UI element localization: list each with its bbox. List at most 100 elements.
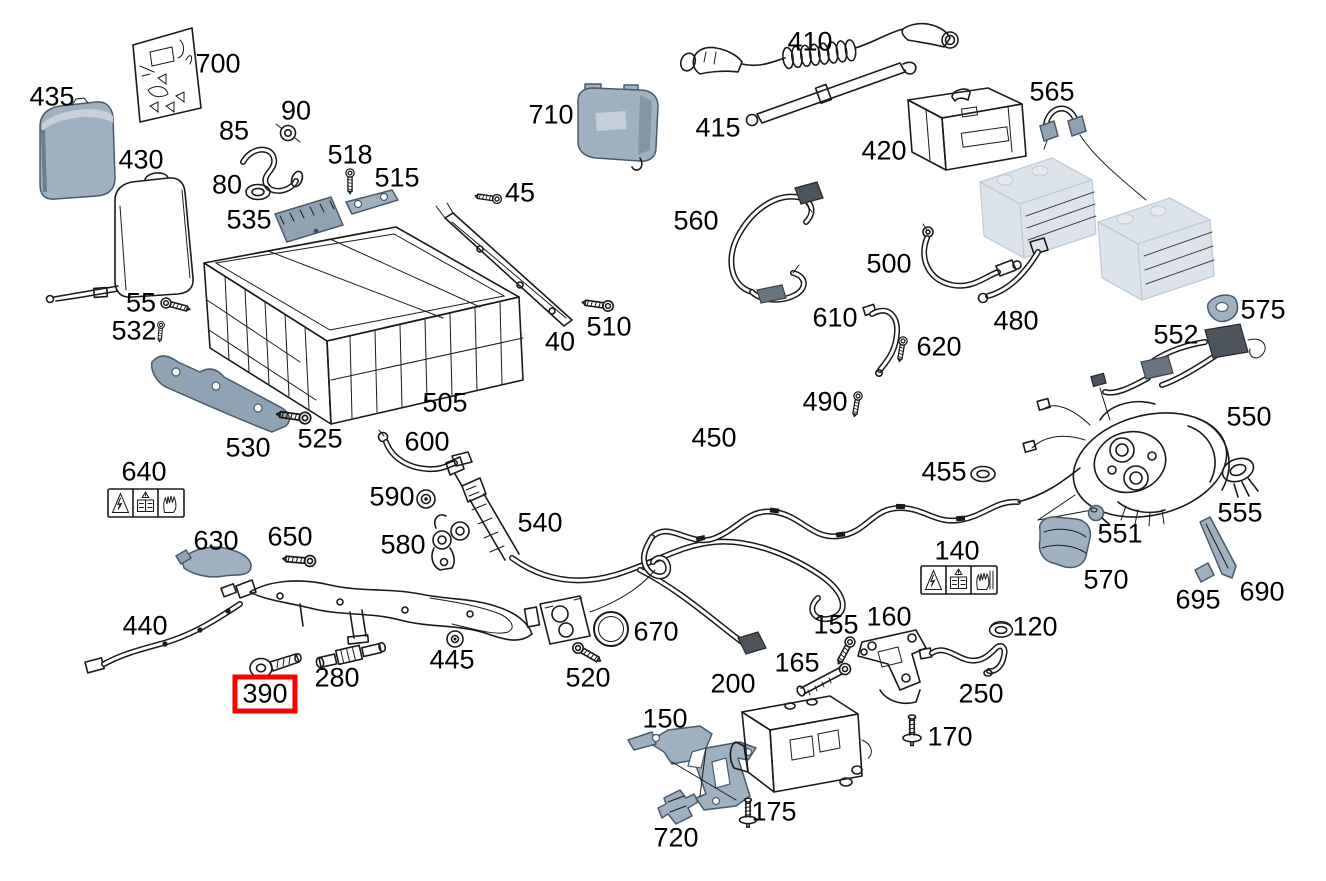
part-label-550[interactable]: 550 [1226, 401, 1272, 432]
part-410-charging-cable [679, 22, 959, 75]
part-570-clamp [1038, 516, 1092, 569]
part-440-harness [84, 569, 656, 674]
part-label-415[interactable]: 415 [695, 112, 741, 143]
part-165-bolt [796, 662, 852, 697]
part-label-445[interactable]: 445 [429, 644, 475, 675]
part-label-720[interactable]: 720 [653, 822, 699, 853]
part-label-390[interactable]: 390 [232, 674, 298, 714]
part-label-170[interactable]: 170 [927, 721, 973, 752]
part-435-case [39, 97, 116, 200]
part-480-cable [977, 237, 1049, 304]
part-label-590[interactable]: 590 [369, 481, 415, 512]
part-505-battery-pack [203, 226, 524, 425]
part-label-580[interactable]: 580 [380, 529, 426, 560]
part-label-532[interactable]: 532 [111, 315, 157, 346]
part-label-555[interactable]: 555 [1217, 497, 1263, 528]
part-610-hose [862, 303, 901, 377]
part-140-warning-label [920, 565, 998, 595]
part-label-85[interactable]: 85 [218, 115, 250, 146]
part-label-120[interactable]: 120 [1012, 611, 1058, 642]
part-445-grommet [446, 630, 464, 648]
part-label-410[interactable]: 410 [787, 26, 833, 57]
part-label-700[interactable]: 700 [195, 48, 241, 79]
part-label-560[interactable]: 560 [673, 205, 719, 236]
part-280-connector [315, 641, 387, 669]
part-630-cover [174, 546, 252, 578]
ghost-battery-module-b [1096, 197, 1215, 302]
part-label-530[interactable]: 530 [225, 432, 271, 463]
part-label-140[interactable]: 140 [934, 535, 980, 566]
part-40-rail [435, 202, 573, 327]
part-label-150[interactable]: 150 [642, 703, 688, 734]
part-label-200[interactable]: 200 [710, 668, 756, 699]
part-label-535[interactable]: 535 [226, 204, 272, 235]
part-label-552[interactable]: 552 [1153, 319, 1199, 350]
part-390-bolt [249, 652, 302, 679]
part-label-650[interactable]: 650 [267, 521, 313, 552]
part-label-695[interactable]: 695 [1175, 584, 1221, 615]
part-label-710[interactable]: 710 [528, 99, 574, 130]
part-label-450[interactable]: 450 [691, 422, 737, 453]
part-label-610[interactable]: 610 [812, 302, 858, 333]
part-150-bracket [627, 725, 757, 811]
part-label-490[interactable]: 490 [802, 386, 848, 417]
part-label-45[interactable]: 45 [504, 177, 536, 208]
part-label-155[interactable]: 155 [813, 609, 859, 640]
part-label-575[interactable]: 575 [1240, 294, 1286, 325]
part-450-harness [640, 467, 1081, 580]
part-label-520[interactable]: 520 [565, 662, 611, 693]
part-label-640[interactable]: 640 [121, 456, 167, 487]
part-label-630[interactable]: 630 [193, 525, 239, 556]
part-label-90[interactable]: 90 [280, 95, 312, 126]
part-label-420[interactable]: 420 [861, 135, 907, 166]
part-label-670[interactable]: 670 [633, 616, 679, 647]
part-label-440[interactable]: 440 [122, 610, 168, 641]
part-580-bracket [431, 514, 470, 571]
part-670-o-ring [593, 611, 629, 647]
part-600-ground-cable [377, 429, 473, 473]
part-label-518[interactable]: 518 [327, 139, 373, 170]
part-label-620[interactable]: 620 [916, 331, 962, 362]
part-label-430[interactable]: 430 [118, 144, 164, 175]
part-500-cable [921, 223, 1022, 289]
part-90-clamp [275, 123, 301, 143]
part-555-flange [1221, 457, 1259, 498]
part-label-505[interactable]: 505 [422, 387, 468, 418]
part-575-cap [1207, 294, 1239, 323]
part-label-551[interactable]: 551 [1097, 518, 1143, 549]
part-label-280[interactable]: 280 [314, 662, 360, 693]
part-720-mount [657, 789, 699, 825]
part-label-690[interactable]: 690 [1239, 576, 1285, 607]
part-415-strap [745, 61, 917, 127]
part-label-525[interactable]: 525 [297, 423, 343, 454]
part-250-hose [918, 643, 1008, 677]
part-535-control-module [273, 196, 345, 243]
part-label-250[interactable]: 250 [958, 678, 1004, 709]
part-label-80[interactable]: 80 [211, 169, 243, 200]
part-label-40[interactable]: 40 [544, 326, 576, 357]
part-label-540[interactable]: 540 [517, 507, 563, 538]
part-label-480[interactable]: 480 [993, 305, 1039, 336]
part-420-toolbox [907, 87, 1027, 171]
part-label-515[interactable]: 515 [374, 162, 420, 193]
part-label-510[interactable]: 510 [586, 311, 632, 342]
part-label-160[interactable]: 160 [866, 601, 912, 632]
part-690-strip [1199, 516, 1237, 579]
part-label-175[interactable]: 175 [751, 796, 797, 827]
part-label-570[interactable]: 570 [1083, 564, 1129, 595]
part-label-565[interactable]: 565 [1029, 76, 1075, 107]
part-700-sticker-sheet [132, 27, 202, 123]
part-85-hose [240, 146, 304, 194]
part-560-cable [728, 181, 824, 304]
part-label-455[interactable]: 455 [921, 456, 967, 487]
part-label-500[interactable]: 500 [866, 248, 912, 279]
part-552-harness [1102, 323, 1266, 396]
part-label-165[interactable]: 165 [774, 647, 820, 678]
part-label-55[interactable]: 55 [125, 287, 157, 318]
part-695-clip [1194, 562, 1215, 583]
part-label-600[interactable]: 600 [404, 426, 450, 457]
part-label-435[interactable]: 435 [29, 81, 75, 112]
ghost-battery-module-a [978, 157, 1097, 260]
part-565-jumper-cable [1039, 105, 1147, 201]
